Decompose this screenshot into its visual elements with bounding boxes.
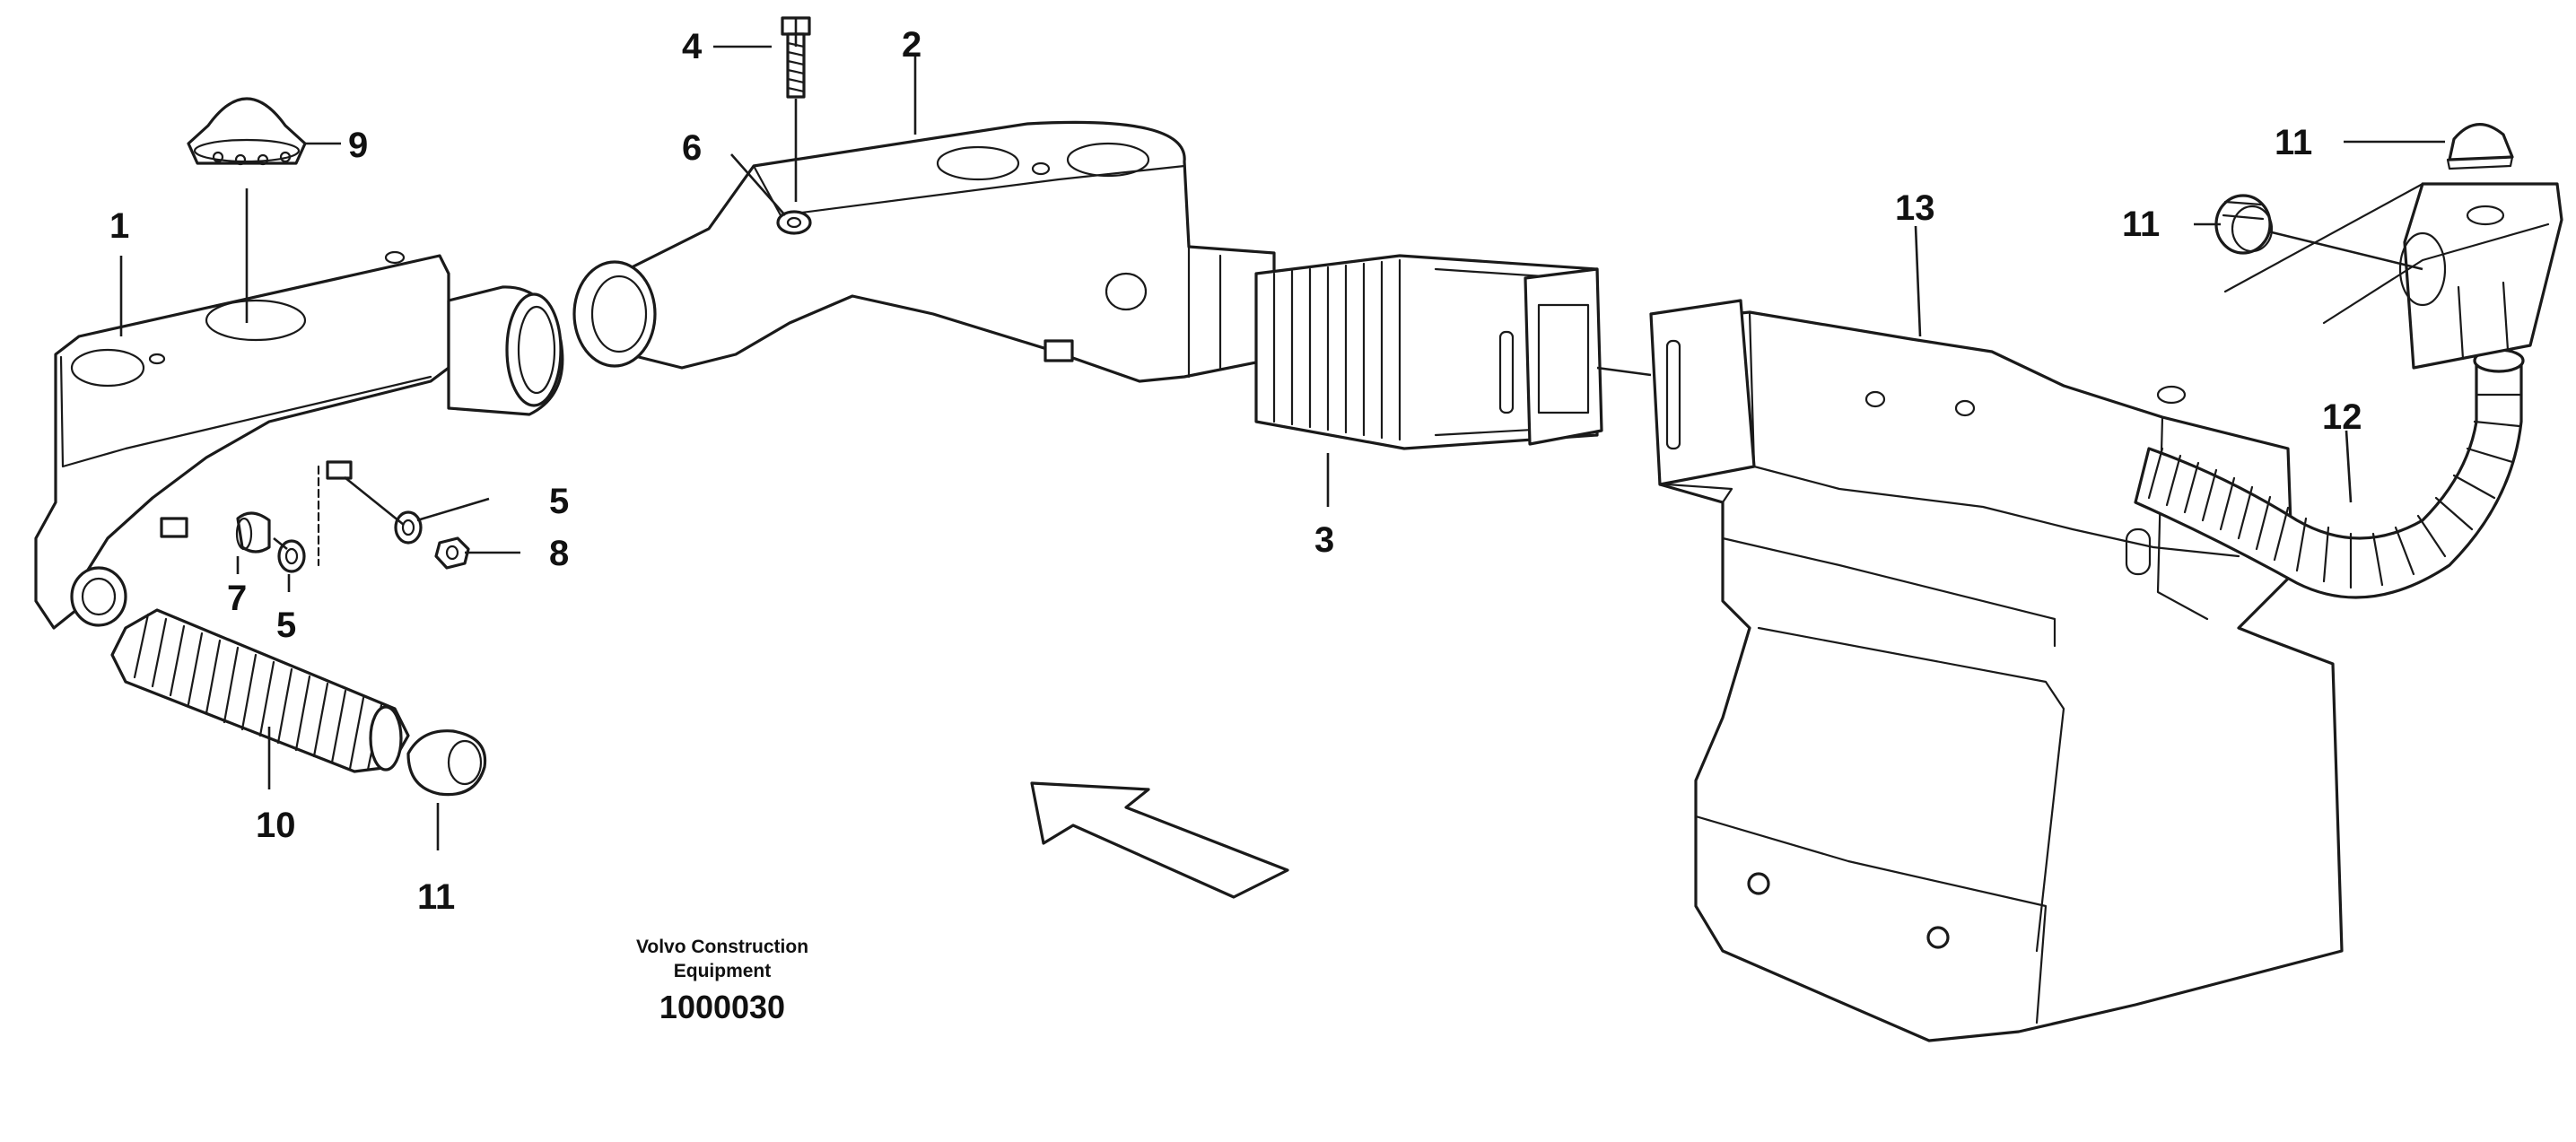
grommet-top-left xyxy=(187,97,307,166)
grommet-top-right xyxy=(2446,123,2514,170)
callout-8: 8 xyxy=(549,534,569,573)
callout-11-top-right: 11 xyxy=(2275,123,2312,162)
grommet-lower-left xyxy=(406,729,487,797)
caption-line-2: Equipment xyxy=(674,961,772,981)
washer-6 xyxy=(776,210,812,235)
grommet-middle-right xyxy=(2214,194,2274,255)
bellows-connector xyxy=(1254,254,1603,450)
callout-11-middle-right: 11 xyxy=(2122,205,2160,244)
callout-1: 1 xyxy=(109,206,129,246)
heater-unit xyxy=(1649,299,2344,1042)
nut-8 xyxy=(434,536,470,570)
callout-labels: 1 2 3 4 5 5 6 7 8 9 10 11 11 11 12 13 xyxy=(109,25,2362,917)
callout-12: 12 xyxy=(2322,397,2362,437)
callout-7: 7 xyxy=(227,579,247,618)
callout-13: 13 xyxy=(1895,188,1935,228)
screw-4 xyxy=(781,16,811,99)
callout-3: 3 xyxy=(1314,520,1334,560)
callout-9: 9 xyxy=(348,126,368,165)
flexible-hose-right xyxy=(2134,348,2525,599)
air-duct-upper xyxy=(572,120,1276,383)
callout-6: 6 xyxy=(682,128,702,168)
drawing-number: 1000030 xyxy=(659,989,785,1025)
direction-arrow xyxy=(1030,781,1289,899)
callout-5-upper: 5 xyxy=(549,482,569,521)
callout-4: 4 xyxy=(682,27,703,66)
callout-10: 10 xyxy=(256,806,296,845)
air-duct-left xyxy=(34,250,564,630)
caption-line-1: Volvo Construction xyxy=(636,937,808,957)
washer-5-upper xyxy=(394,510,423,545)
spacer-7 xyxy=(235,511,271,554)
flexible-hose-left xyxy=(110,608,410,773)
leader-lines xyxy=(119,18,2445,850)
callout-2: 2 xyxy=(902,25,921,65)
publisher-caption: Volvo Construction Equipment 1000030 xyxy=(636,937,808,1025)
callout-11-lower-left: 11 xyxy=(417,877,455,917)
vent-housing xyxy=(2223,182,2563,370)
callout-5-lower: 5 xyxy=(276,606,296,645)
